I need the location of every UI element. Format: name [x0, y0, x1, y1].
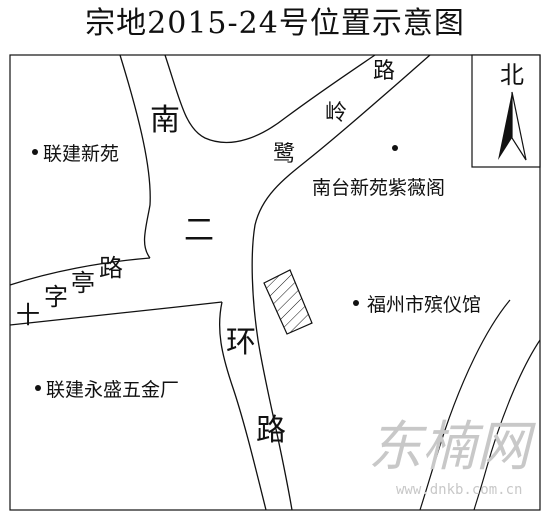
map-frame — [9, 54, 541, 511]
nan-er-huan-road-west-edge-south — [218, 301, 267, 511]
southeast-road-edge-2 — [473, 339, 541, 511]
road-junction-north-edge — [164, 54, 376, 144]
map-title: 宗地2015-24号位置示意图 — [85, 6, 465, 41]
road-label-lu-ling-lu-bird: 鹭 — [273, 142, 295, 167]
nan-er-huan-road-west-edge — [119, 54, 151, 259]
road-label-ting: 亭 — [71, 269, 95, 297]
parcel-2015-24 — [263, 269, 313, 335]
north-arrow-icon-outline — [511, 91, 527, 161]
southeast-road-edge-1 — [419, 299, 511, 511]
place-lianjian-xinyuan: 联建新苑 — [43, 143, 119, 165]
road-label-er: 二 — [184, 213, 214, 248]
place-nantai-xinyuan: 南台新苑紫薇阁 — [312, 177, 445, 199]
watermark-url: www.dnkb.com.cn — [396, 482, 522, 498]
road-label-lu: 路 — [256, 413, 286, 448]
road-label-lu-shizi: 路 — [99, 254, 123, 282]
road-label-lu-ling-ling: 岭 — [325, 101, 347, 126]
north-arrow-box — [471, 54, 541, 168]
road-label-lu-ling-lu: 路 — [373, 59, 395, 84]
marker-fuzhou-binyiguan — [353, 300, 359, 306]
north-arrow-icon — [498, 92, 512, 160]
marker-lianjian-xinyuan — [32, 149, 38, 155]
marker-nantai-xinyuan — [392, 145, 398, 151]
road-label-shi: 十 — [16, 301, 40, 329]
place-fuzhou-binyiguan: 福州市殡仪馆 — [367, 294, 481, 316]
shi-zi-ting-road-south-edge — [9, 301, 223, 326]
road-label-zi: 字 — [44, 283, 68, 311]
place-lianjian-yongsheng: 联建永盛五金厂 — [46, 379, 179, 401]
watermark-logo: 东楠网 — [368, 415, 536, 478]
shi-zi-ting-road-north-edge — [9, 257, 151, 286]
lu-ling-road-east-edge — [251, 54, 431, 511]
road-label-huan: 环 — [226, 325, 256, 360]
north-label: 北 — [500, 61, 524, 89]
road-label-nan: 南 — [150, 103, 180, 138]
marker-lianjian-yongsheng — [35, 385, 41, 391]
